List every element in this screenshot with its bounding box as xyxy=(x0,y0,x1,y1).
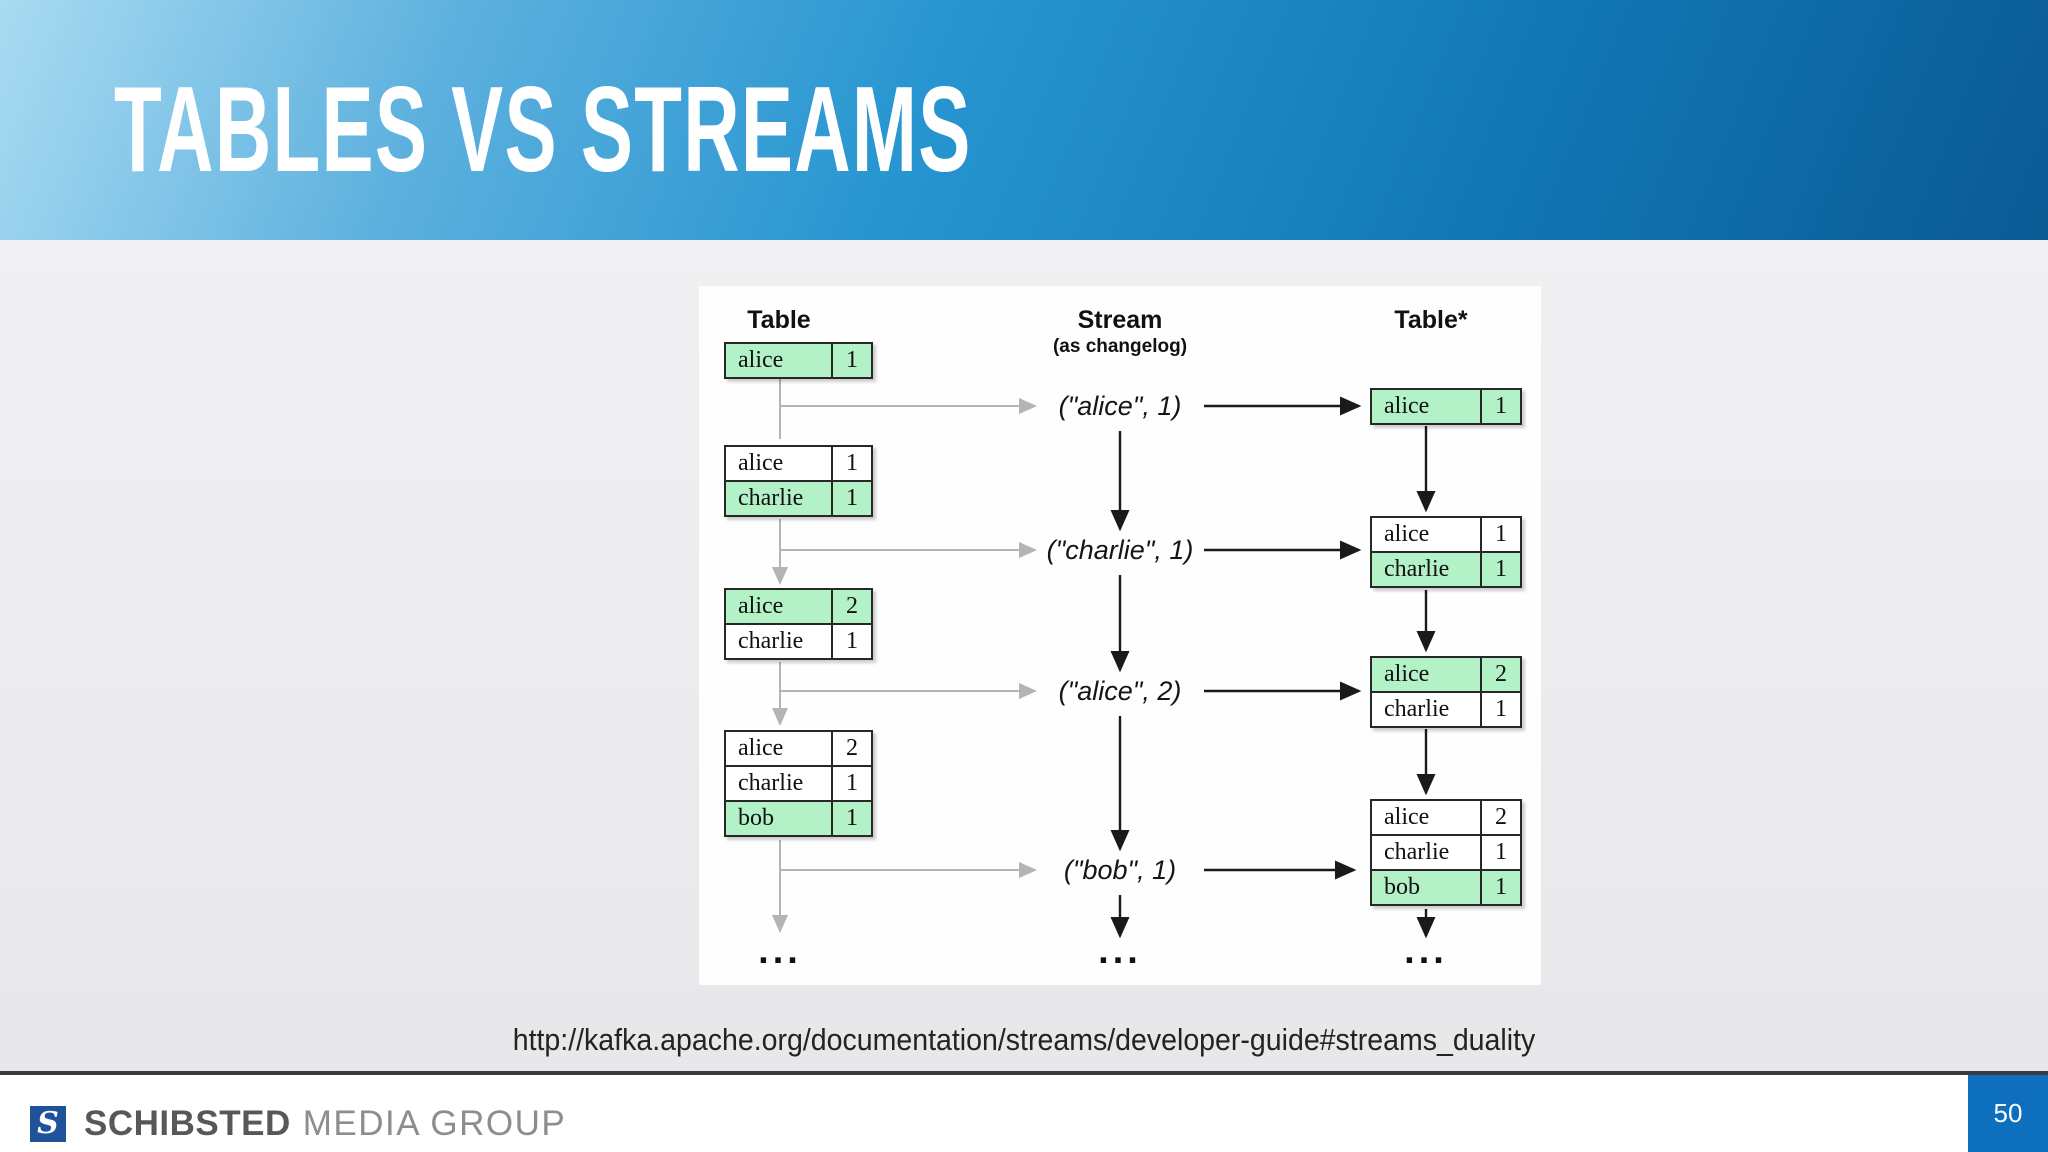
table-cell-value: 1 xyxy=(1480,390,1520,423)
stream-to-table-arrows xyxy=(1204,396,1362,880)
table-cell-key: bob xyxy=(1384,874,1420,900)
table-cell-key: alice xyxy=(1384,661,1430,687)
slide-title: TABLES VS STREAMS xyxy=(114,61,972,197)
table-cell-value: 2 xyxy=(1480,658,1520,691)
table-cell-key: charlie xyxy=(1384,556,1450,582)
table-row: charlie 1 xyxy=(726,623,871,658)
left-table-snapshot-1: alice 1 xyxy=(724,342,873,379)
table-row: alice 1 xyxy=(1372,390,1520,423)
table-cell-key: alice xyxy=(738,347,784,373)
table-row: alice 2 xyxy=(1372,658,1520,691)
brand-name-bold: SCHIBSTED xyxy=(84,1104,291,1143)
table-row: bob 1 xyxy=(726,800,871,835)
left-table-snapshot-4: alice 2 charlie 1 bob 1 xyxy=(724,730,873,837)
left-column-ellipsis: ... xyxy=(758,930,802,972)
table-to-stream-arrows xyxy=(780,398,1037,878)
stream-column-ellipsis: ... xyxy=(1098,930,1142,972)
schibsted-logo-icon: S xyxy=(30,1106,66,1142)
page-number: 50 xyxy=(1993,1098,2023,1128)
header-band: TABLES VS STREAMS xyxy=(0,0,2048,240)
column-header-table: Table xyxy=(747,306,811,334)
column-subheader-changelog: (as changelog) xyxy=(1052,336,1188,357)
table-cell-value: 1 xyxy=(831,447,871,480)
table-row: alice 2 xyxy=(1372,801,1520,834)
table-cell-value: 1 xyxy=(831,482,871,515)
tables-vs-streams-diagram: Table Stream (as changelog) Table* xyxy=(699,286,1541,985)
right-table-snapshot-2: alice 1 charlie 1 xyxy=(1370,516,1522,588)
column-header-table-star: Table* xyxy=(1394,306,1468,334)
stream-record-2: ("charlie", 1) xyxy=(1046,535,1194,565)
table-cell-value: 1 xyxy=(1480,553,1520,586)
table-row: alice 1 xyxy=(726,447,871,480)
table-cell-key: bob xyxy=(738,805,774,831)
table-cell-value: 2 xyxy=(1480,801,1520,834)
table-cell-key: charlie xyxy=(738,628,804,654)
table-cell-value: 1 xyxy=(1480,693,1520,726)
brand-name-light: MEDIA GROUP xyxy=(302,1104,567,1143)
table-cell-key: alice xyxy=(738,593,784,619)
table-cell-key: charlie xyxy=(738,485,804,511)
source-url[interactable]: http://kafka.apache.org/documentation/st… xyxy=(512,1022,1536,1057)
right-column-ellipsis: ... xyxy=(1404,930,1448,972)
page-number-box: 50 xyxy=(1968,1075,2048,1152)
column-header-stream: Stream xyxy=(1077,306,1163,334)
footer-bar xyxy=(0,1075,2048,1152)
table-row: alice 1 xyxy=(1372,518,1520,551)
table-cell-value: 2 xyxy=(831,732,871,765)
right-table-snapshot-4: alice 2 charlie 1 bob 1 xyxy=(1370,799,1522,906)
table-cell-value: 1 xyxy=(831,625,871,658)
table-row: charlie 1 xyxy=(1372,551,1520,586)
table-cell-key: alice xyxy=(738,450,784,476)
table-cell-key: alice xyxy=(1384,804,1430,830)
table-row: charlie 1 xyxy=(726,480,871,515)
stream-record-1: ("alice", 1) xyxy=(1058,391,1182,421)
table-cell-key: charlie xyxy=(738,770,804,796)
table-cell-value: 2 xyxy=(831,590,871,623)
table-cell-key: alice xyxy=(1384,393,1430,419)
diagram-arrows xyxy=(772,379,1436,939)
brand-wordmark: SCHIBSTED MEDIA GROUP xyxy=(84,1096,566,1152)
table-cell-value: 1 xyxy=(1480,836,1520,869)
footer-divider xyxy=(0,1071,2048,1075)
table-cell-key: alice xyxy=(1384,521,1430,547)
table-row: alice 2 xyxy=(726,590,871,623)
right-table-snapshot-1: alice 1 xyxy=(1370,388,1522,425)
table-row: charlie 1 xyxy=(726,765,871,800)
table-cell-value: 1 xyxy=(831,802,871,835)
table-cell-key: charlie xyxy=(1384,696,1450,722)
table-row: alice 1 xyxy=(726,344,871,377)
left-table-snapshot-2: alice 1 charlie 1 xyxy=(724,445,873,517)
table-cell-value: 1 xyxy=(1480,871,1520,904)
table-row: charlie 1 xyxy=(1372,691,1520,726)
table-cell-key: charlie xyxy=(1384,839,1450,865)
table-cell-value: 1 xyxy=(831,767,871,800)
table-row: alice 2 xyxy=(726,732,871,765)
table-row: bob 1 xyxy=(1372,869,1520,904)
left-table-snapshot-3: alice 2 charlie 1 xyxy=(724,588,873,660)
table-cell-value: 1 xyxy=(1480,518,1520,551)
schibsted-logo-letter: S xyxy=(37,1106,59,1141)
stream-record-3: ("alice", 2) xyxy=(1058,676,1182,706)
right-table-snapshot-3: alice 2 charlie 1 xyxy=(1370,656,1522,728)
table-cell-value: 1 xyxy=(831,344,871,377)
table-cell-key: alice xyxy=(738,735,784,761)
stream-record-4: ("bob", 1) xyxy=(1063,855,1177,885)
table-row: charlie 1 xyxy=(1372,834,1520,869)
